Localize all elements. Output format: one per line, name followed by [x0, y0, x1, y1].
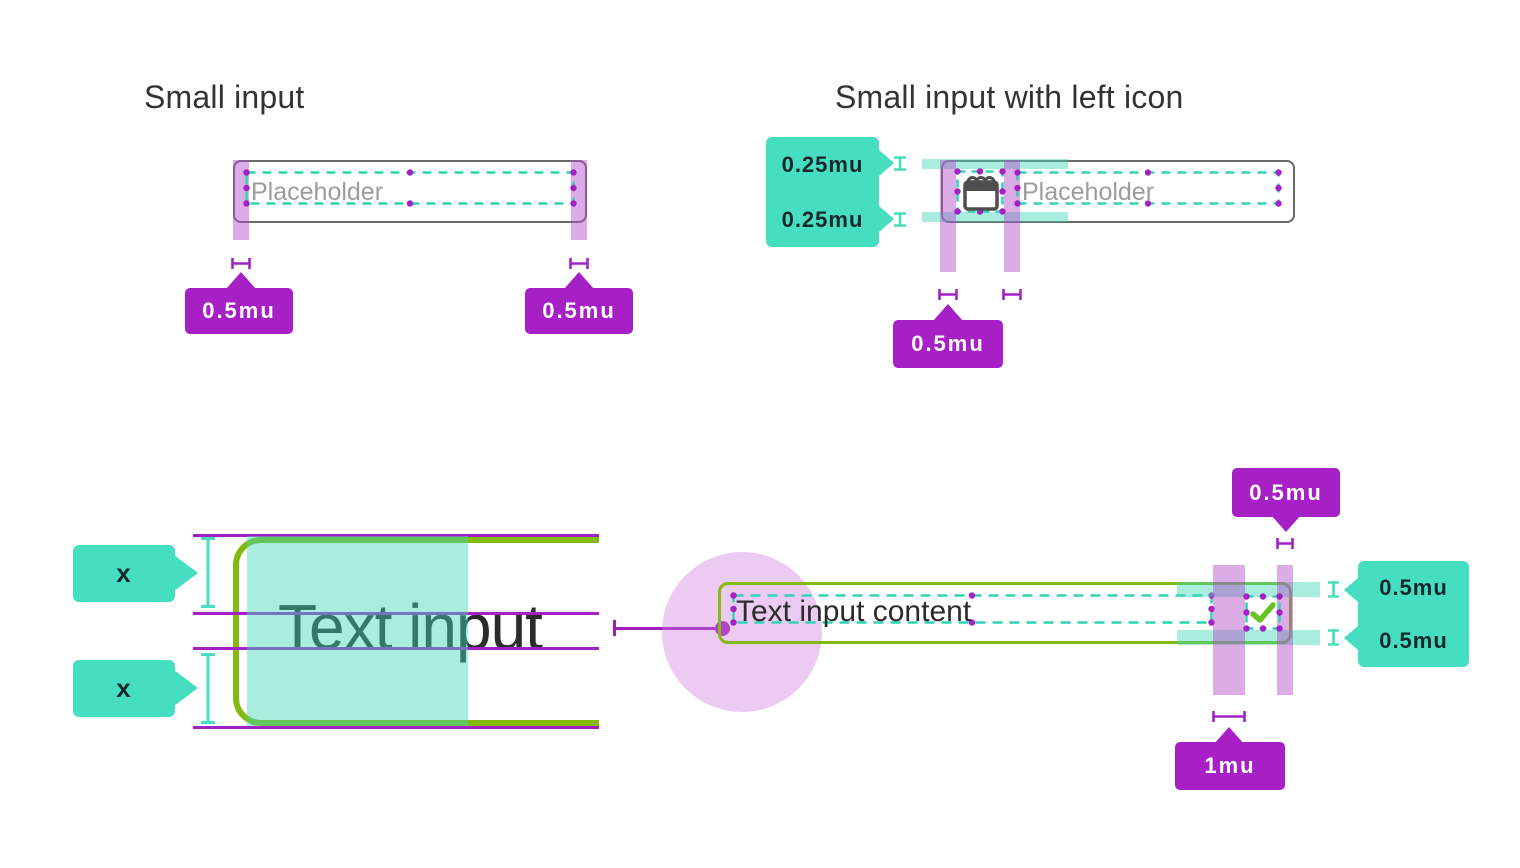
icon-top-gap-highlight [1177, 582, 1320, 597]
right-padding-highlight [571, 160, 587, 240]
text-icon-gap-highlight [1213, 565, 1245, 695]
callout-pointer [1271, 515, 1301, 532]
measurement-label-icon-top-gap: 0.5mu [1379, 574, 1448, 600]
magnified-input-border [233, 537, 599, 726]
zoom-lens-circle [662, 552, 822, 712]
calendar-icon [962, 172, 1000, 212]
bottom-edge-line [193, 726, 599, 729]
spacing-label-bottom: x [73, 660, 175, 717]
measurement-label-text-icon-gap: 1mu [1175, 742, 1285, 790]
width-measure-marker [938, 289, 958, 300]
spacing-fill-highlight [247, 536, 468, 726]
measurement-label-right-padding: 0.5mu [1232, 468, 1340, 517]
width-measure-marker [1002, 289, 1022, 300]
callout-pointer [1214, 727, 1244, 744]
left-padding-highlight [233, 160, 249, 240]
height-measure-marker [894, 156, 906, 171]
height-measure-marker [1328, 629, 1339, 646]
text-input-field [718, 582, 1292, 644]
callout-pointer [226, 272, 256, 289]
placeholder-text: Placeholder [1022, 178, 1155, 206]
section-title-small-input: Small input [144, 79, 305, 115]
icon-top-gap-highlight [922, 159, 1068, 169]
callout-pointer [879, 206, 894, 232]
left-padding-highlight [940, 160, 956, 272]
text-bounds-selection [730, 592, 1215, 626]
height-measure-marker [201, 653, 215, 724]
gap-labels-callout: 0.25mu 0.25mu [766, 137, 879, 247]
spacing-label-top: x [73, 545, 175, 602]
height-measure-marker [1328, 581, 1339, 598]
callout-pointer [174, 670, 198, 706]
width-measure-marker [1276, 538, 1294, 549]
width-measure-marker [1212, 711, 1246, 722]
measurement-label-icon-top-gap: 0.25mu [781, 151, 864, 177]
icon-bounds-selection [1243, 593, 1283, 632]
placeholder-text: Placeholder [251, 178, 384, 206]
text-bounds-selection [1014, 169, 1282, 207]
magnified-input-text: Text input [278, 591, 543, 663]
height-measure-marker [201, 537, 215, 608]
callout-pointer [879, 150, 894, 176]
magnified-input-view: Text input [193, 528, 599, 736]
width-measure-marker [569, 258, 589, 269]
measurement-label-left-padding: 0.5mu [185, 288, 293, 334]
check-icon [1249, 601, 1277, 625]
baseline-line [193, 647, 599, 650]
height-measure-marker [894, 212, 906, 227]
callout-pointer [1344, 577, 1359, 603]
cap-height-line [193, 612, 599, 615]
width-measure-marker [231, 258, 251, 269]
callout-pointer [933, 304, 963, 321]
callout-pointer [564, 272, 594, 289]
measurement-label-left-padding: 0.5mu [893, 320, 1003, 368]
measurement-label-right-padding: 0.5mu [525, 288, 633, 334]
measurement-label-icon-bottom-gap: 0.5mu [1379, 627, 1448, 653]
top-edge-line [193, 534, 599, 537]
icon-bottom-gap-highlight [922, 212, 1068, 222]
callout-pointer [1344, 625, 1359, 651]
icon-bottom-gap-highlight [1177, 630, 1320, 645]
input-value-text: Text input content [736, 595, 972, 628]
callout-pointer [174, 555, 198, 591]
measurement-label-icon-bottom-gap: 0.25mu [781, 206, 864, 232]
connector-line [613, 627, 723, 630]
gap-labels-callout: 0.5mu 0.5mu [1358, 561, 1469, 667]
text-bounds-selection [243, 169, 577, 207]
section-title-small-input-left-icon: Small input with left icon [835, 79, 1184, 115]
